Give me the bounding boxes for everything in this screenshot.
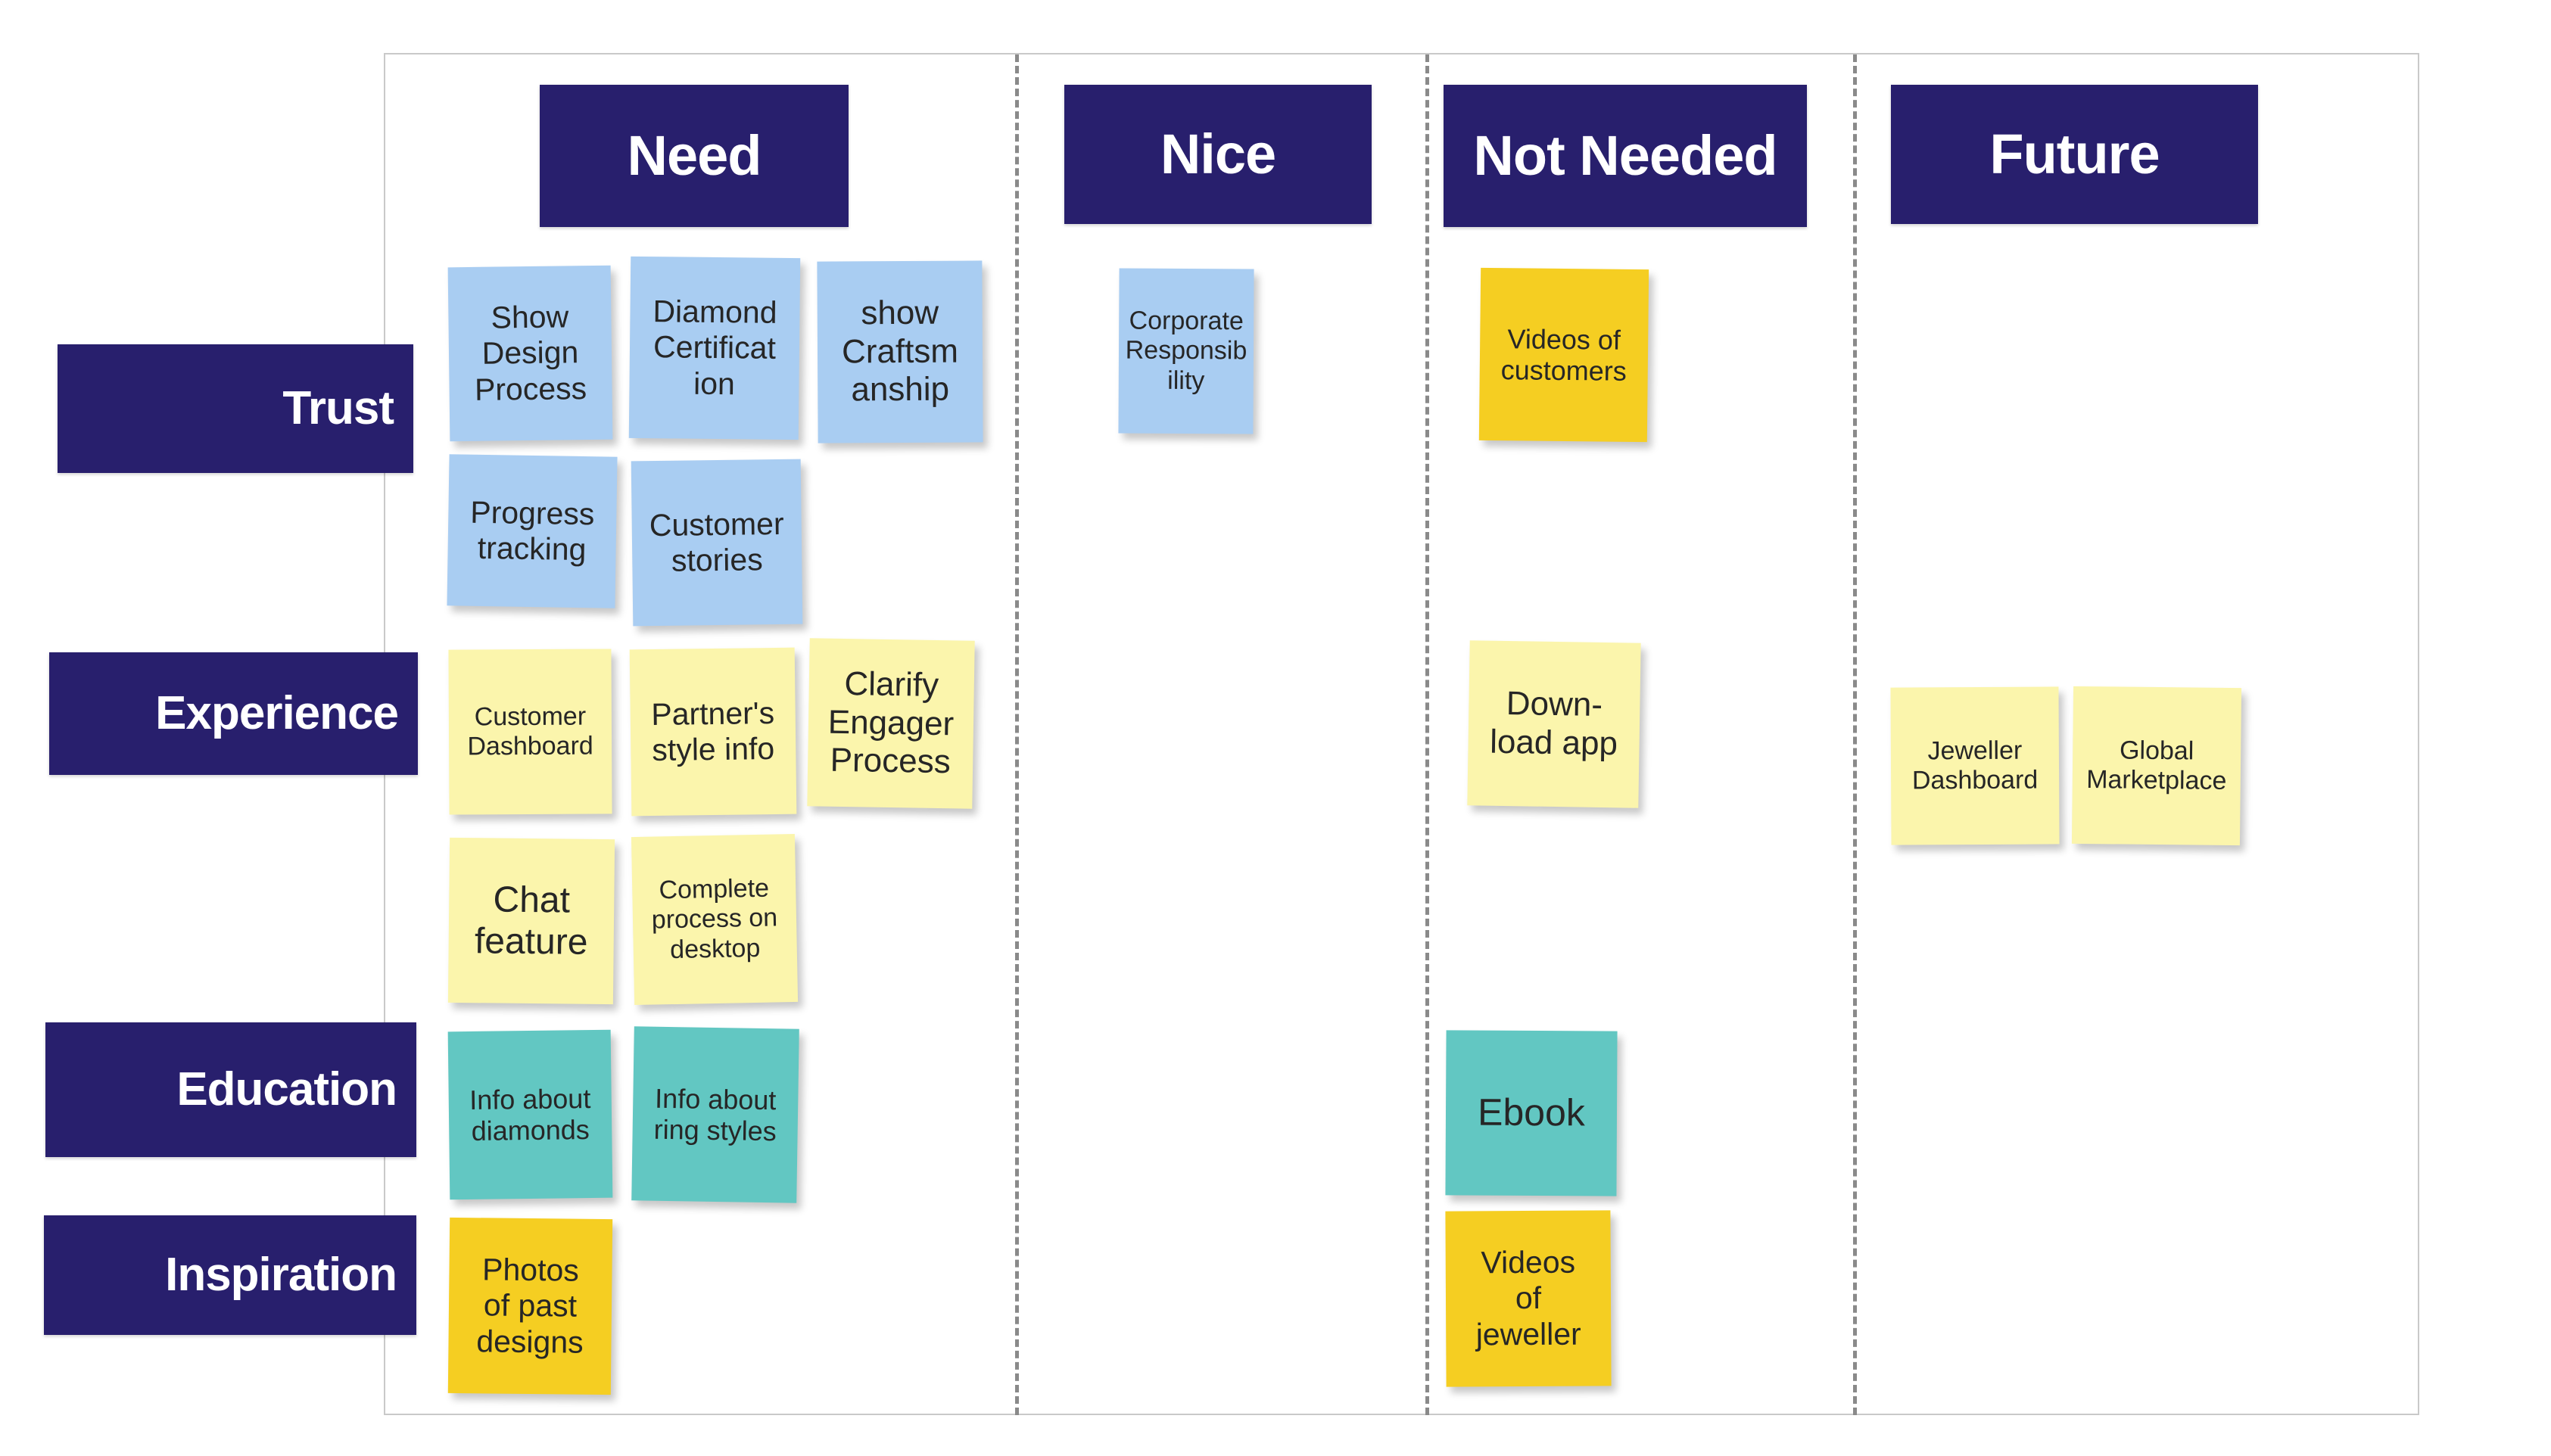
sticky-note-text: Ebook: [1477, 1090, 1586, 1134]
sticky-note-text: Down- load app: [1489, 685, 1618, 763]
sticky-note-customer-dashboard[interactable]: Customer Dashboard: [448, 649, 612, 815]
sticky-note-text: Chat feature: [474, 879, 588, 963]
sticky-note-ebook[interactable]: Ebook: [1445, 1030, 1618, 1196]
sticky-note-customer-stories[interactable]: Customer stories: [631, 459, 803, 627]
sticky-note-show-craftsmanship[interactable]: show Craftsm anship: [817, 260, 983, 443]
sticky-note-text: Complete process on desktop: [651, 873, 778, 964]
column-header-label: Not Needed: [1473, 124, 1777, 187]
row-label-text: Trust: [282, 382, 394, 434]
row-label-inspiration[interactable]: Inspiration: [44, 1215, 416, 1335]
column-header-label: Future: [1989, 123, 2160, 185]
sticky-note-text: Diamond Certificat ion: [653, 294, 777, 401]
sticky-note-text: Info about diamonds: [469, 1082, 591, 1146]
sticky-note-info-about-diamonds[interactable]: Info about diamonds: [447, 1029, 613, 1200]
column-header-nice[interactable]: Nice: [1064, 85, 1372, 224]
sticky-note-text: Videos of jeweller: [1475, 1244, 1581, 1352]
sticky-note-jeweller-dashboard[interactable]: Jeweller Dashboard: [1890, 686, 2060, 845]
sticky-note-chat-feature[interactable]: Chat feature: [447, 837, 615, 1005]
sticky-note-text: Jeweller Dashboard: [1911, 736, 2039, 795]
sticky-note-text: Progress tracking: [469, 494, 595, 568]
sticky-note-text: Clarify Engager Process: [827, 665, 955, 781]
row-label-trust[interactable]: Trust: [58, 344, 413, 473]
column-divider-3: [1853, 54, 1857, 1415]
sticky-note-text: Photos of past designs: [476, 1252, 584, 1360]
row-label-experience[interactable]: Experience: [49, 652, 418, 775]
sticky-note-text: Customer Dashboard: [467, 702, 593, 761]
row-label-text: Inspiration: [165, 1249, 397, 1301]
row-label-education[interactable]: Education: [45, 1022, 416, 1157]
sticky-note-text: Info about ring styles: [653, 1082, 777, 1147]
row-label-text: Experience: [155, 687, 399, 739]
sticky-note-videos-of-customers[interactable]: Videos of customers: [1478, 267, 1649, 443]
sticky-note-text: Partner's style info: [651, 695, 775, 767]
sticky-note-info-about-ring-styles[interactable]: Info about ring styles: [631, 1026, 799, 1203]
sticky-note-global-marketplace[interactable]: Global Marketplace: [2071, 686, 2242, 846]
sticky-note-partners-style-info[interactable]: Partner's style info: [629, 647, 797, 817]
column-header-label: Need: [627, 124, 762, 187]
sticky-note-progress-tracking[interactable]: Progress tracking: [447, 454, 618, 608]
column-header-not-needed[interactable]: Not Needed: [1444, 85, 1807, 227]
column-divider-2: [1425, 54, 1429, 1415]
sticky-note-show-design-process[interactable]: Show Design Process: [447, 265, 613, 442]
sticky-note-corporate-responsibility[interactable]: Corporate Responsib ility: [1118, 268, 1254, 434]
sticky-note-text: Corporate Responsib ility: [1125, 306, 1247, 395]
sticky-note-clarify-engager-process[interactable]: Clarify Engager Process: [807, 638, 975, 809]
row-label-text: Education: [176, 1063, 397, 1115]
sticky-note-download-app[interactable]: Down- load app: [1467, 640, 1641, 808]
sticky-note-text: Show Design Process: [474, 299, 587, 407]
sticky-note-text: Videos of customers: [1500, 322, 1627, 387]
sticky-note-text: show Craftsm anship: [841, 294, 959, 409]
column-header-label: Nice: [1160, 123, 1276, 185]
column-divider-1: [1015, 54, 1019, 1415]
sticky-note-complete-process-desktop[interactable]: Complete process on desktop: [631, 833, 799, 1006]
sticky-note-diamond-certification[interactable]: Diamond Certificat ion: [628, 256, 801, 440]
sticky-note-photos-of-past-designs[interactable]: Photos of past designs: [447, 1217, 613, 1395]
sticky-note-text: Global Marketplace: [2085, 736, 2227, 795]
sticky-note-text: Customer stories: [649, 506, 784, 578]
sticky-note-videos-of-jeweller[interactable]: Videos of jeweller: [1445, 1210, 1612, 1387]
column-header-need[interactable]: Need: [540, 85, 849, 227]
column-header-future[interactable]: Future: [1891, 85, 2258, 224]
